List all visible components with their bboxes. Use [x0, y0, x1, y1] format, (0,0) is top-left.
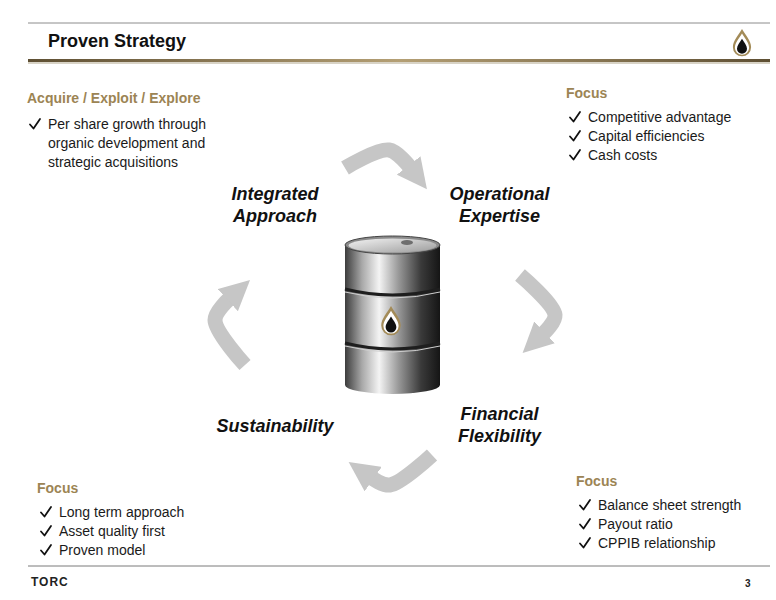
cycle-arrow	[215, 299, 245, 365]
bullet-text: CPPIB relationship	[598, 534, 716, 553]
cycle-stage: Integrated Approach	[205, 150, 345, 275]
section-heading: Focus	[566, 84, 607, 103]
stage-label: Integrated Approach	[205, 183, 345, 227]
logo-drop-outer	[733, 29, 751, 56]
stage-label: Sustainability	[205, 415, 345, 437]
slide-title: Proven Strategy	[48, 30, 186, 52]
bullet-text: Proven model	[59, 541, 145, 560]
emblem-drop-inner	[386, 317, 397, 333]
barrel-bottom	[345, 376, 440, 394]
emblem-drop-middle	[383, 311, 398, 334]
logo-drop-inner	[737, 39, 747, 54]
check-mark	[41, 526, 51, 536]
barrel-body	[345, 245, 440, 385]
oil-barrel	[345, 236, 440, 394]
page-number: 3	[745, 574, 751, 593]
bullet-text: Payout ratio	[598, 515, 673, 534]
title-underline	[28, 59, 770, 62]
bullet-text: Per share growth through organic develop…	[48, 115, 220, 172]
footer-rule	[28, 566, 770, 567]
stage-label: Financial Flexibility	[432, 403, 567, 447]
bullet-text: Asset quality first	[59, 522, 165, 541]
bullet-text: Competitive advantage	[588, 108, 731, 127]
logo-drop-middle	[735, 33, 749, 54]
oil-drop-logo	[733, 29, 751, 56]
section-heading: Focus	[576, 472, 617, 491]
check-mark	[41, 507, 51, 517]
bullet-text: Balance sheet strength	[598, 496, 741, 515]
cycle-stage: Financial Flexibility	[432, 358, 567, 458]
barrel-rib-highlight	[345, 346, 440, 352]
barrel-emblem	[381, 306, 401, 335]
header-rule	[28, 23, 770, 24]
stage-label: Operational Expertise	[432, 183, 567, 227]
title-underline-shadow	[28, 62, 770, 64]
barrel-rib	[345, 343, 440, 349]
company-logo: TORC	[31, 573, 69, 592]
barrel-bung	[401, 240, 413, 245]
section-heading: Acquire / Exploit / Explore	[27, 89, 200, 108]
cycle-arrow	[372, 455, 432, 485]
check-mark	[41, 545, 51, 555]
bullet-text: Long term approach	[59, 503, 184, 522]
bullet-text: Capital efficiencies	[588, 127, 704, 146]
check-mark	[580, 500, 590, 510]
cycle-arrow	[345, 150, 410, 168]
barrel-rib-highlight	[345, 292, 440, 298]
check-mark	[570, 150, 580, 160]
cycle-stage: Operational Expertise	[432, 150, 567, 275]
check-mark	[570, 131, 580, 141]
check-mark	[570, 112, 580, 122]
cycle-arrow	[520, 275, 555, 333]
check-mark	[30, 119, 40, 129]
emblem-drop-outer	[381, 306, 401, 335]
check-mark	[580, 519, 590, 529]
barrel-rib	[345, 289, 440, 295]
bullet-text: Cash costs	[588, 146, 657, 165]
barrel-lid	[349, 239, 437, 253]
barrel-rim	[345, 236, 440, 254]
check-mark	[580, 538, 590, 548]
section-heading: Focus	[37, 479, 78, 498]
cycle-stage: Sustainability	[205, 365, 345, 475]
